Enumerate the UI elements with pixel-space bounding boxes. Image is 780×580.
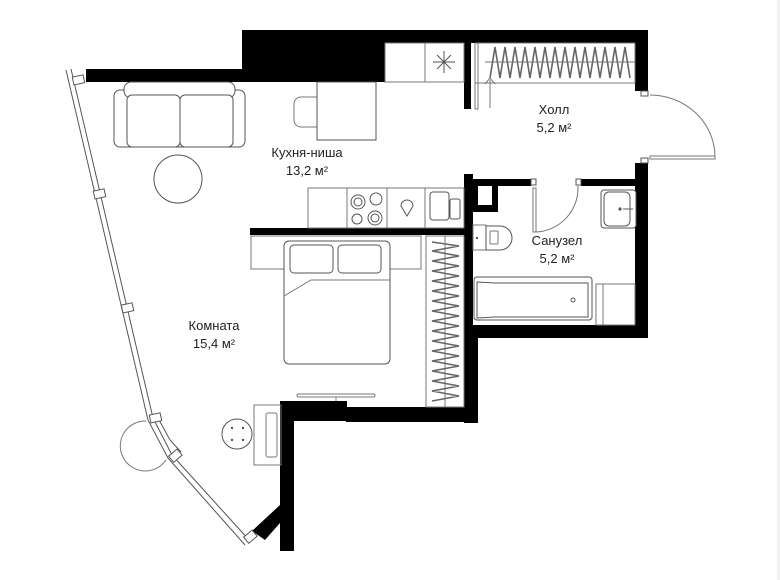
wall-bath-bottom xyxy=(472,325,648,338)
wall-diagonal xyxy=(252,505,294,540)
wall-hall-bath-right xyxy=(581,179,648,186)
window-mullion xyxy=(120,302,135,314)
shaft-bottom xyxy=(472,205,498,212)
room-name: Санузел xyxy=(531,233,583,248)
page-edge xyxy=(777,0,780,580)
balcony-door-swing xyxy=(119,420,167,472)
walls xyxy=(86,30,648,551)
round-stool xyxy=(221,418,253,450)
wall-hall-bath-left xyxy=(464,179,531,186)
sofa xyxy=(113,81,246,148)
room-area: 13,2 м² xyxy=(285,163,329,178)
window-glazing xyxy=(65,68,258,546)
bedroom-wardrobe xyxy=(425,235,465,408)
entrance-door-leaf xyxy=(649,155,716,160)
room-name: Холл xyxy=(538,102,570,117)
wall-lower-vertical xyxy=(280,401,294,551)
entrance-door-swing xyxy=(649,94,716,158)
entrance-door[interactable] xyxy=(640,90,716,164)
window-mullion xyxy=(242,529,258,544)
hall-wardrobe xyxy=(474,42,636,110)
room-label-bathroom: Санузел 5,2 м² xyxy=(532,232,583,268)
room-label-hall: Холл 5,2 м² xyxy=(537,101,572,137)
window-mullion xyxy=(92,188,107,200)
pin-icon xyxy=(400,199,414,217)
dining-set xyxy=(293,81,377,141)
wall-bedroom-bottom xyxy=(346,407,478,422)
shaft-right xyxy=(492,186,498,212)
kitchen-sink xyxy=(429,191,450,221)
washbasin xyxy=(600,189,637,229)
room-area: 15,4 м² xyxy=(192,336,236,351)
wall-top-left xyxy=(86,69,246,82)
room-label-room: Комната 15,4 м² xyxy=(189,317,240,353)
round-coffee-table xyxy=(153,154,203,204)
room-name: Комната xyxy=(188,318,240,333)
shaft-left xyxy=(472,186,478,211)
wall-top-right xyxy=(385,30,648,43)
bathtub xyxy=(473,276,593,321)
room-label-kitchen: Кухня-ниша 13,2 м² xyxy=(271,144,342,180)
wall-bedroom-bottom-left xyxy=(280,401,347,421)
kitchen-counter xyxy=(307,187,465,229)
wall-kitchen-hall-lower xyxy=(464,174,473,408)
wall-top-block xyxy=(242,30,385,82)
room-name: Кухня-ниша xyxy=(271,145,343,160)
nightstand xyxy=(253,404,282,466)
window-mullion xyxy=(71,74,86,86)
dining-table xyxy=(316,81,377,141)
washing-machine xyxy=(595,283,636,326)
window-mullion xyxy=(167,448,183,463)
room-area: 5,2 м² xyxy=(539,251,575,266)
wall-kitchen-hall-upper xyxy=(464,43,471,109)
tv xyxy=(296,393,376,401)
kitchen-top-units xyxy=(384,42,465,83)
bathroom-door-leaf xyxy=(532,187,537,233)
wall-step-vertical xyxy=(464,325,478,423)
wall-right-lower xyxy=(635,163,648,338)
room-area: 5,2 м² xyxy=(536,120,572,135)
toilet xyxy=(472,224,513,251)
double-bed xyxy=(283,240,391,365)
wall-kitchen-bedroom xyxy=(250,228,472,235)
bathroom-door[interactable] xyxy=(530,178,582,233)
window-mullion xyxy=(148,412,163,424)
wall-right-upper xyxy=(635,30,648,91)
bathroom-door-swing xyxy=(535,185,579,233)
